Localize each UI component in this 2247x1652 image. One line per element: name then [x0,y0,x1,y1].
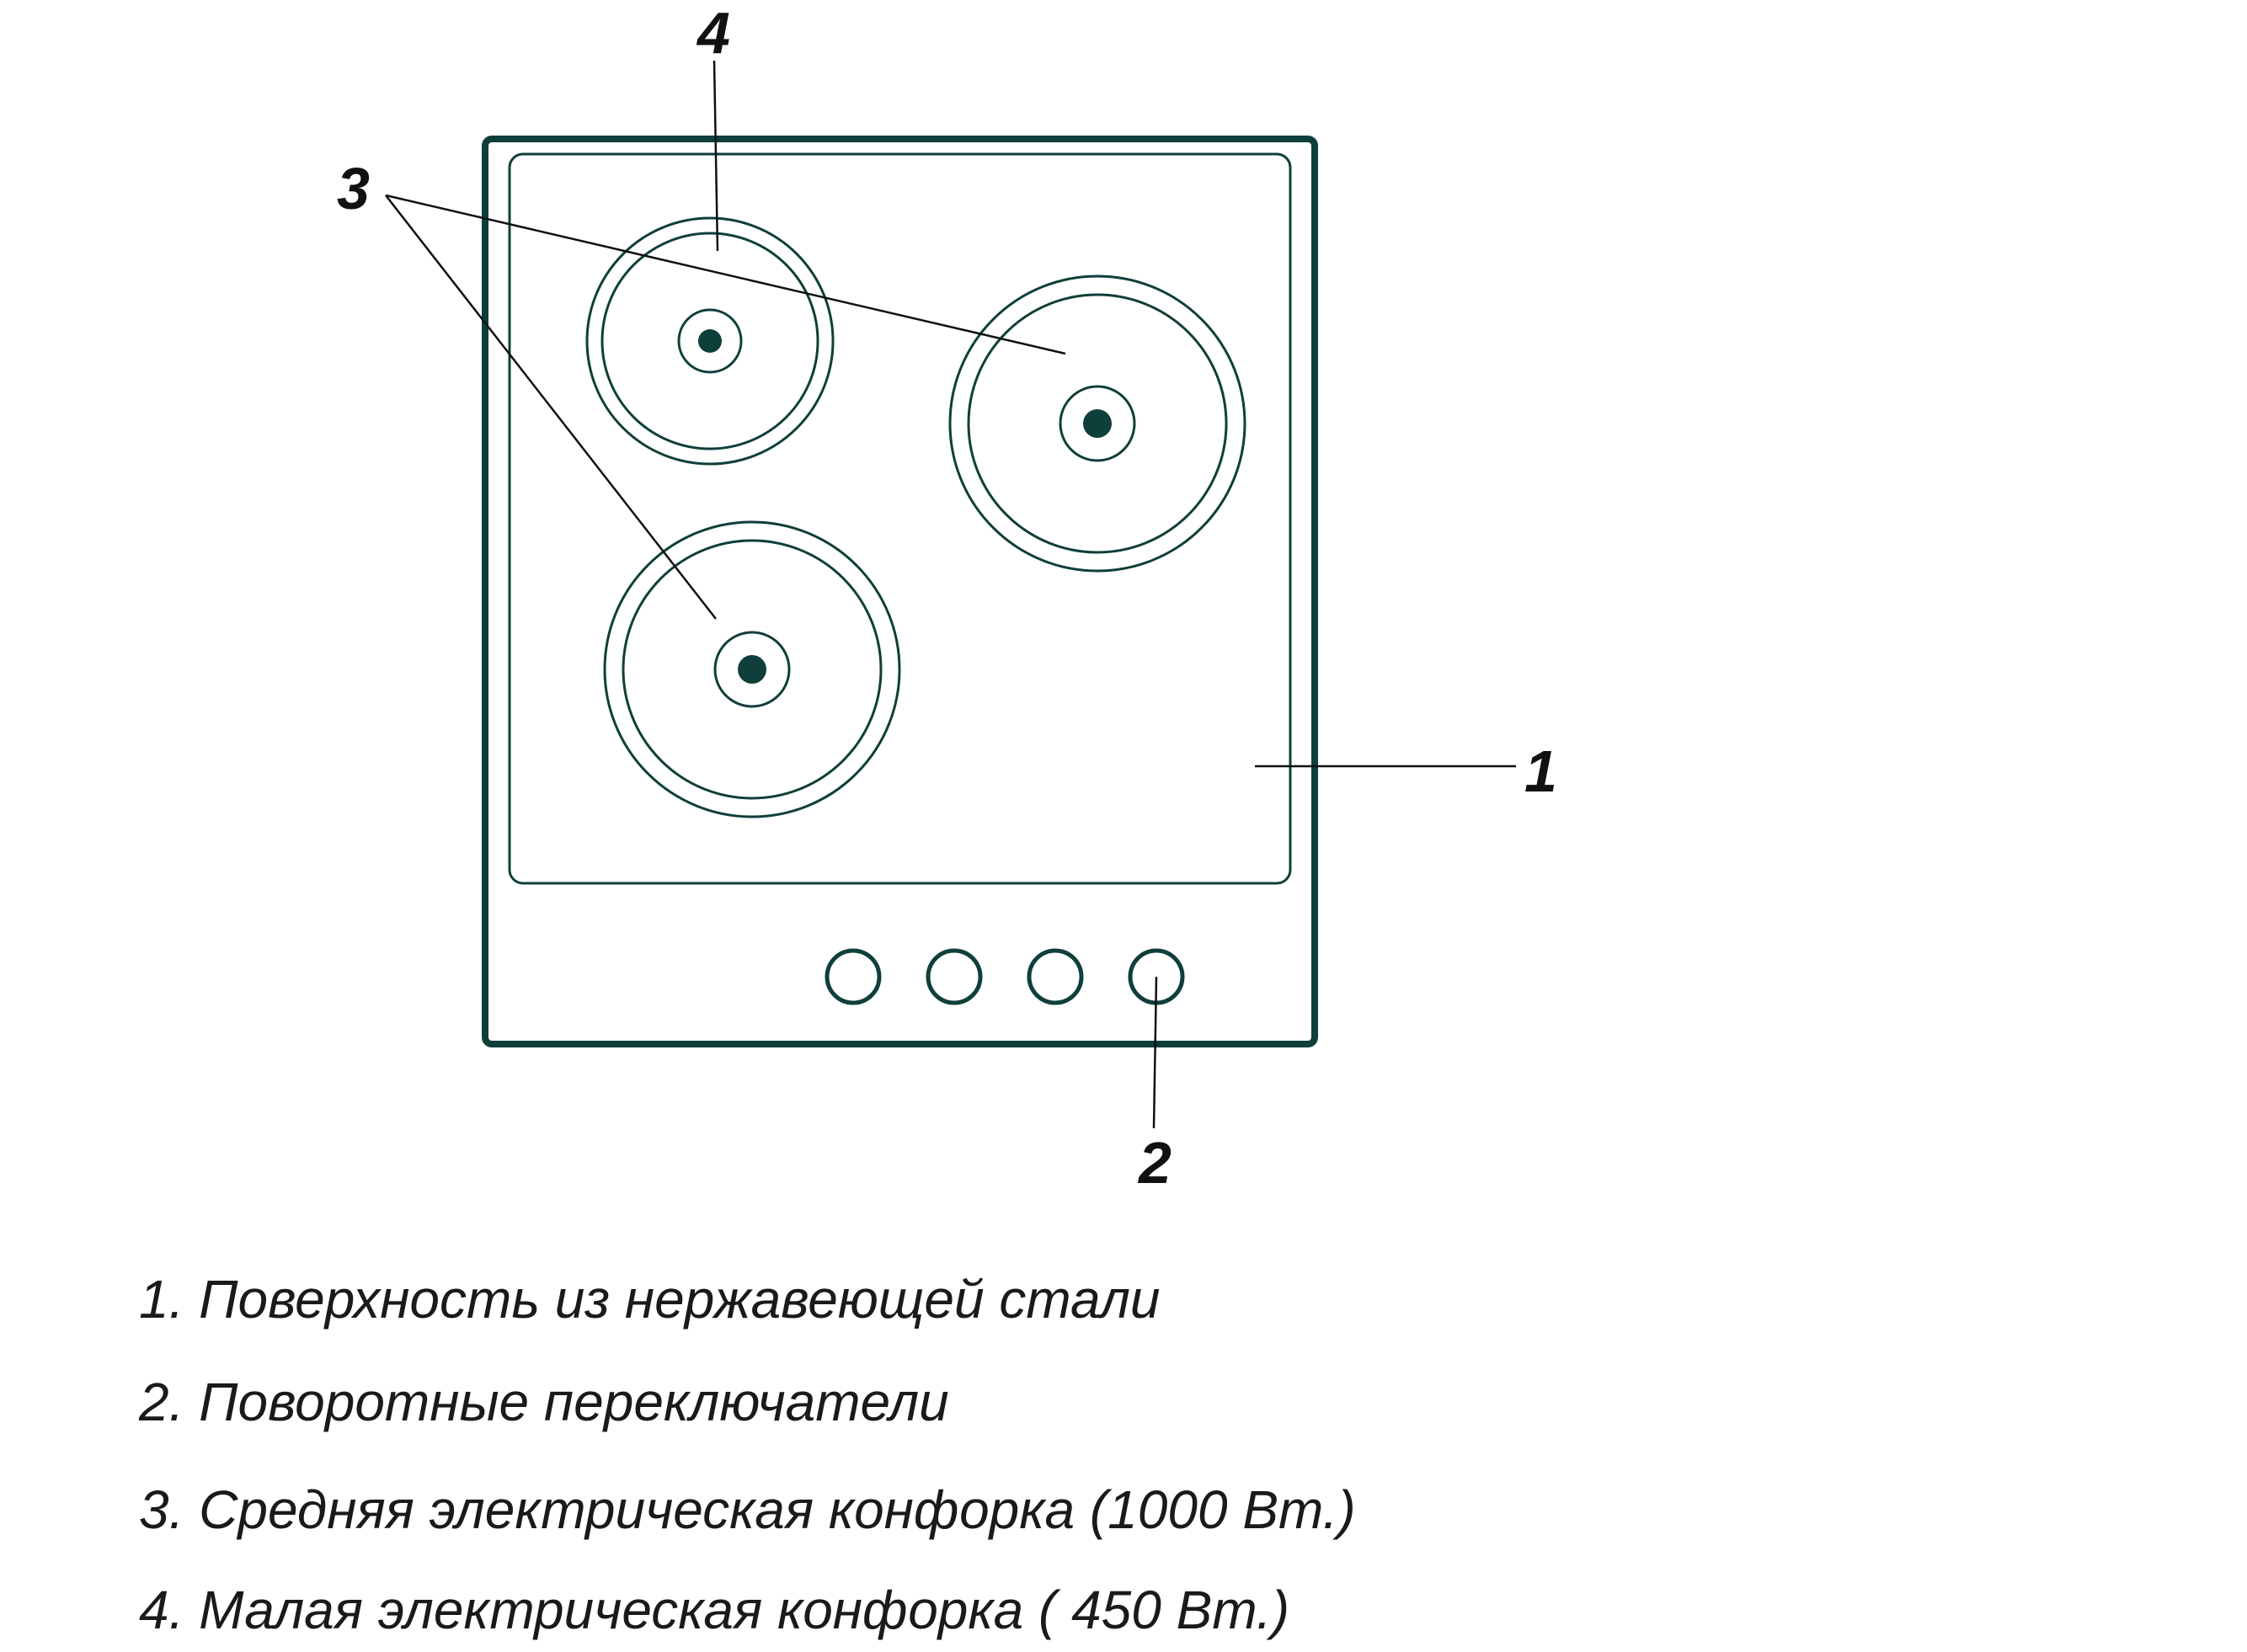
leader-lines [385,60,1516,1129]
leader-3b [385,195,717,620]
medium-burner-right [948,274,1246,573]
callout-1: 1 [1524,738,1557,804]
legend-item-1: 1. Поверхность из нержавеющей стали [139,1269,1161,1330]
knob-1 [825,948,882,1005]
legend-item-4: 4. Малая электрическая конфорка ( 450 Вт… [139,1580,1289,1640]
knob-2 [926,948,983,1005]
medium-burner-left [603,520,901,818]
small-burner [585,216,835,466]
callout-4: 4 [696,0,730,66]
medium-burner-left-center-dot [738,655,766,684]
knob-3 [1027,948,1084,1005]
stainless-surface-panel [508,152,1292,885]
hob-outer-frame [482,136,1318,1047]
control-knobs [825,948,1185,1005]
leader-2 [1152,976,1158,1129]
callout-2: 2 [1137,1130,1172,1196]
callout-3: 3 [337,156,370,221]
leader-4 [713,60,719,252]
legend-item-2: 2. Поворотные переключатели [139,1372,949,1432]
leader-3a [385,194,1066,355]
legend-item-3: 3. Средняя электрическая конфорка (1000 … [139,1479,1356,1540]
small-burner-center-dot [698,329,722,353]
medium-burner-right-center-dot [1083,409,1112,438]
